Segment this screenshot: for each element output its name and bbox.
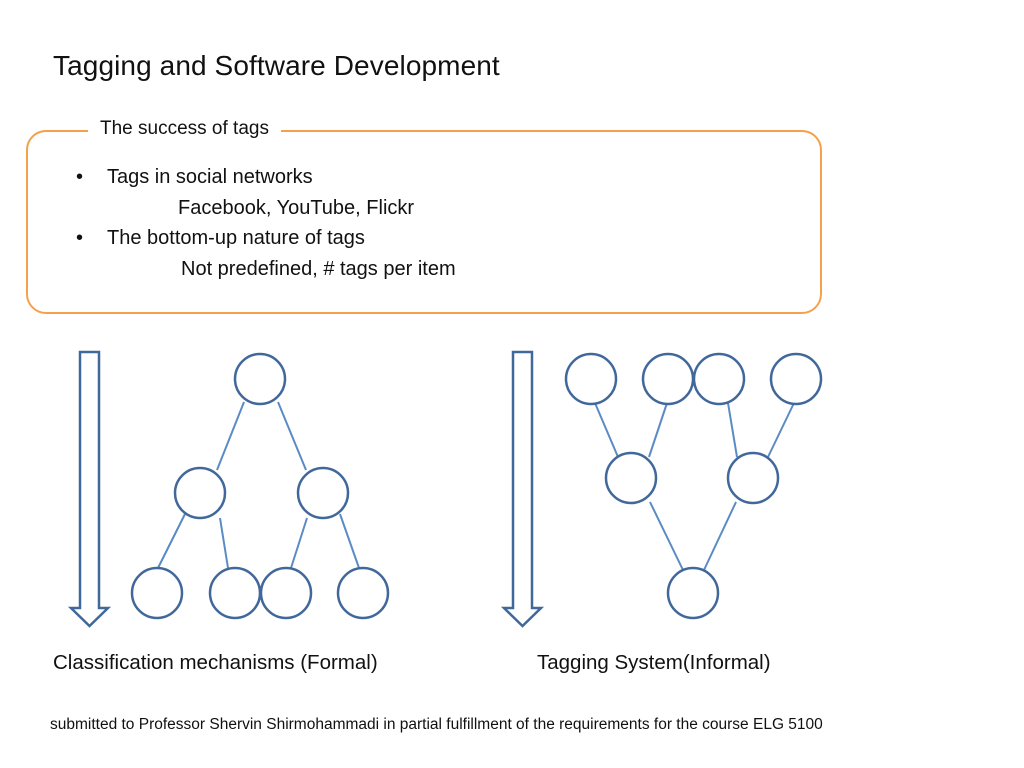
tree-edge xyxy=(290,517,308,569)
tree-node xyxy=(173,466,227,520)
tree-node xyxy=(233,352,287,406)
informal-caption: Tagging System(Informal) xyxy=(537,651,771,674)
informal-tree-nodes xyxy=(564,352,823,620)
tree-edge xyxy=(649,501,684,571)
down-arrow-icon xyxy=(500,350,545,628)
success-box xyxy=(26,130,822,314)
tree-node xyxy=(208,566,262,620)
tree-edge xyxy=(648,402,668,458)
tree-node xyxy=(130,566,184,620)
tree-diagrams xyxy=(67,350,823,628)
tree-node xyxy=(641,352,695,406)
down-arrow-icon xyxy=(67,350,112,628)
tree-node xyxy=(666,566,720,620)
formal-tree-nodes xyxy=(130,352,390,620)
tree-node xyxy=(259,566,313,620)
tree-node xyxy=(692,352,746,406)
tree-edge xyxy=(277,401,307,471)
tree-edge xyxy=(157,513,186,569)
tree-edge xyxy=(767,402,795,458)
tree-node xyxy=(769,352,823,406)
slide-title: Tagging and Software Development xyxy=(53,50,500,81)
formal-tree-edges xyxy=(157,401,360,569)
tree-edge xyxy=(703,501,737,571)
tree-edge xyxy=(339,513,360,569)
tree-node xyxy=(336,566,390,620)
tree-edge xyxy=(594,402,619,458)
success-box-legend: The success of tags xyxy=(88,118,281,140)
tree-node xyxy=(296,466,350,520)
tree-node xyxy=(726,451,780,505)
formal-caption: Classification mechanisms (Formal) xyxy=(53,651,378,674)
footer-note: submitted to Professor Shervin Shirmoham… xyxy=(50,716,823,733)
tree-edge xyxy=(219,517,229,569)
tree-node xyxy=(564,352,618,406)
informal-tree-edges xyxy=(594,402,795,571)
tree-edge xyxy=(727,402,738,458)
tree-node xyxy=(604,451,658,505)
tree-edge xyxy=(216,401,245,471)
